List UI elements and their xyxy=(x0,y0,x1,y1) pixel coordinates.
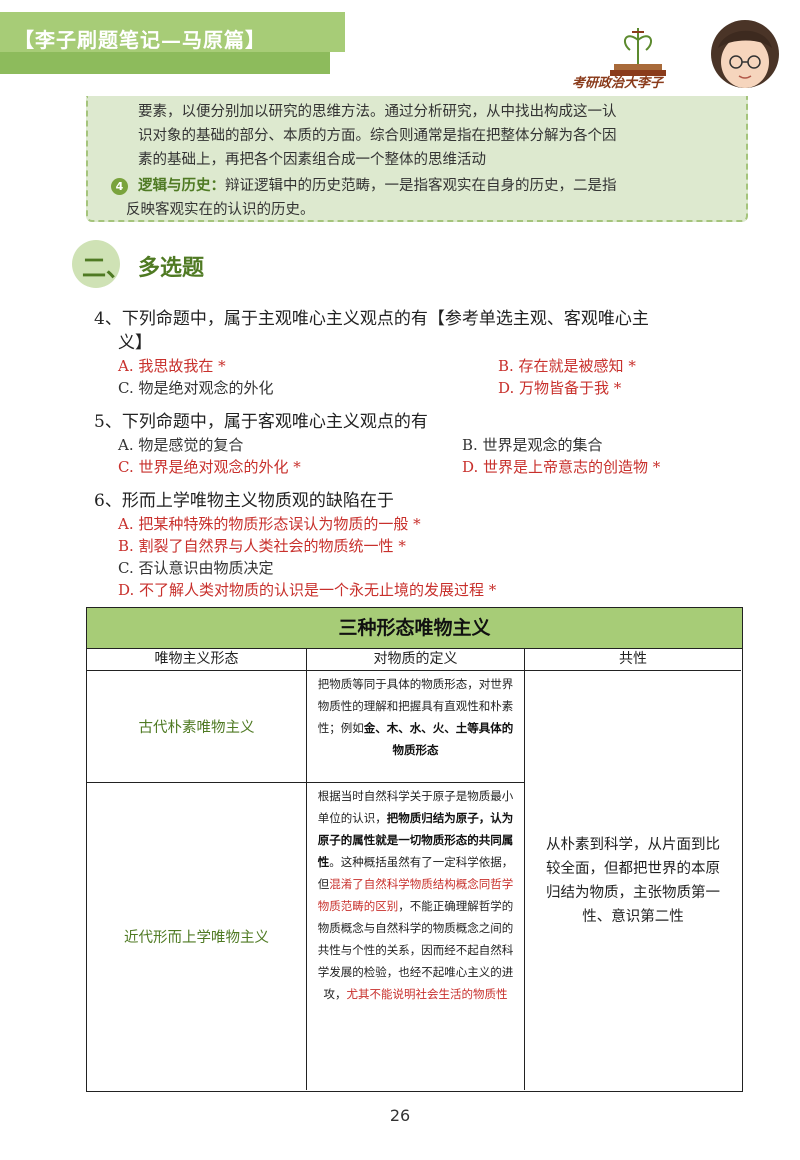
note-item-4: 逻辑与历史：辩证逻辑中的历史范畴，一是指客观实在自身的历史，二是指 xyxy=(138,174,738,198)
table-title: 三种形态唯物主义 xyxy=(87,608,742,649)
q5-option-d: D. 世界是上帝意志的创造物 * xyxy=(462,458,661,476)
q6-option-b: B. 割裂了自然界与人类社会的物质统一性 * xyxy=(118,537,406,555)
table-row-2-definition: 根据当时自然科学关于原子是物质最小单位的认识，把物质归结为原子，认为原子的属性就… xyxy=(307,783,525,1090)
q4-option-a: A. 我思故我在 * xyxy=(118,357,226,375)
section-number: 二、 xyxy=(82,253,130,282)
q4-option-c: C. 物是绝对观念的外化 xyxy=(118,379,274,397)
section-badge xyxy=(72,240,120,288)
q5-option-c: C. 世界是绝对观念的外化 * xyxy=(118,458,301,476)
question-5-stem: 5、下列命题中，属于客观唯心主义观点的有 xyxy=(94,412,428,432)
q5-option-a: A. 物是感觉的复合 xyxy=(118,436,244,454)
page-number: 26 xyxy=(389,1106,411,1125)
section-title: 多选题 xyxy=(138,255,205,281)
row-2-def-red-2: 尤其不能说明社会生活的物质性 xyxy=(346,987,508,1001)
q6-option-c: C. 否认意识由物质决定 xyxy=(118,559,274,577)
table-row-2-form: 近代形而上学唯物主义 xyxy=(87,783,307,1090)
table-common-cell: 从朴素到科学，从片面到比较全面，但都把世界的本原归结为物质，主张物质第一性、意识… xyxy=(546,836,720,925)
note-item-4-line-2: 反映客观实在的认识的历史。 xyxy=(126,202,315,218)
table-header-form: 唯物主义形态 xyxy=(87,648,307,671)
note-line-1: 要素，以便分别加以研究的思维方法。通过分析研究，从中找出构成这一认 xyxy=(138,104,617,120)
question-4-stem: 4、下列命题中，属于主观唯心主义观点的有【参考单选主观、客观唯心主 xyxy=(94,309,649,329)
q6-option-a: A. 把某种特殊的物质形态误认为物质的一般 * xyxy=(118,515,421,533)
q6-option-d: D. 不了解人类对物质的认识是一个永无止境的发展过程 * xyxy=(118,581,497,599)
avatar xyxy=(711,20,779,88)
table-row-1-definition: 把物质等同于具体的物质形态，对世界物质性的理解和把握具有直观性和朴素性；例如金、… xyxy=(307,671,525,783)
row-2-def-bold: 把物质归结为原子，认为原子的属性就是一切物质形态的共同属性 xyxy=(317,811,514,869)
note-item-4-keyword: 逻辑与历史： xyxy=(138,178,225,194)
row-2-def-plain-3: ，不能正确理解哲学的物质概念与自然科学的物质概念之间的共性与个性的关系，因而经不… xyxy=(317,899,514,1001)
brand-signature: 考研政治大李子 xyxy=(572,76,664,91)
header-decoration xyxy=(610,20,779,88)
q4-option-d: D. 万物皆备于我 * xyxy=(498,379,622,397)
header-band-inner xyxy=(0,12,345,52)
table-header-common: 共性 xyxy=(525,648,741,671)
table-header-definition: 对物质的定义 xyxy=(307,648,525,671)
q5-option-b: B. 世界是观念的集合 xyxy=(462,436,603,454)
row-1-def-plain: 把物质等同于具体的物质形态，对世界物质性的理解和把握具有直观性和朴素性；例如 xyxy=(317,677,514,735)
q4-option-b: B. 存在就是被感知 * xyxy=(498,357,636,375)
note-line-3: 素的基础上，再把各个因素组合成一个整体的思维活动 xyxy=(138,152,486,168)
note-line-2: 识对象的基础的部分、本质的方面。综合则通常是指在把整体分解为各个因 xyxy=(138,128,617,144)
row-1-def-bold: 金、木、水、火、土等具体的物质形态 xyxy=(363,721,514,757)
header-title: 【李子刷题笔记—马原篇】 xyxy=(14,28,266,52)
note-item-4-text-1: 辩证逻辑中的历史范畴，一是指客观实在自身的历史，二是指 xyxy=(225,178,617,194)
materialism-table: 三种形态唯物主义 唯物主义形态 对物质的定义 共性 古代朴素唯物主义 把物质等同… xyxy=(86,607,743,1092)
table-row-1-form: 古代朴素唯物主义 xyxy=(87,671,307,783)
question-4-stem-cont: 义】 xyxy=(118,333,152,353)
row-2-def-plain-2: 。这种概括虽然有了一定科学依据，但 xyxy=(317,855,514,891)
item-number-badge: 4 xyxy=(111,178,128,195)
question-6-stem: 6、形而上学唯物主义物质观的缺陷在于 xyxy=(94,491,394,511)
row-2-def-red-1: 混淆了自然科学物质结构概念同哲学物质范畴的区别 xyxy=(317,877,514,913)
row-2-def-plain-1: 根据当时自然科学关于原子是物质最小单位的认识， xyxy=(317,789,514,825)
logo-icon xyxy=(610,28,666,76)
note-box: 要素，以便分别加以研究的思维方法。通过分析研究，从中找出构成这一认 识对象的基础… xyxy=(86,96,748,222)
